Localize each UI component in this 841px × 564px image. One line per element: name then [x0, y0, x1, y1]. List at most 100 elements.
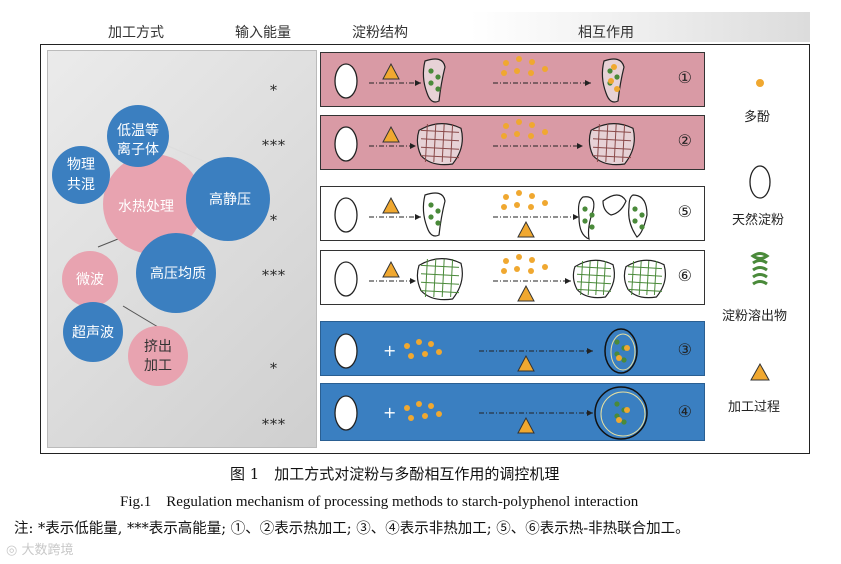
polyphenol-dot-icon	[514, 202, 520, 208]
polyphenol-dot-icon	[422, 413, 428, 419]
complex-granule	[604, 328, 638, 374]
swollen-granule	[623, 259, 666, 299]
interaction-row-1: ①	[320, 52, 705, 107]
header-interaction: 相互作用	[578, 25, 634, 41]
extrusion-label-1: 挤出	[144, 339, 172, 355]
physical-blend-bubble	[52, 146, 110, 204]
interaction-row-2: ②	[320, 115, 705, 170]
polyphenol-dot-icon	[514, 131, 520, 137]
polyphenol-dot-icon	[404, 343, 410, 349]
low-temp-plasma-label-2: 离子体	[117, 141, 159, 158]
methods-panel: 低温等 离子体 物理 共混 水热处理 高静压 微波 高压均质 超声波 挤出 加工	[47, 50, 317, 448]
legend-native-starch: 天然淀粉	[732, 213, 785, 228]
polyphenol-dot-icon	[528, 268, 534, 274]
swollen-granule	[572, 259, 615, 299]
native-starch-icon	[334, 63, 358, 99]
starch-leachate-mark	[428, 68, 434, 74]
arrow-head-icon	[577, 143, 583, 149]
interaction-row-5: + ③	[320, 321, 705, 376]
polyphenol-dot-icon	[503, 258, 509, 264]
plus-sign: +	[383, 403, 396, 422]
polyphenol-dot-icon	[542, 129, 548, 135]
gelatinized-network	[420, 123, 460, 163]
starch-leachate-mark	[614, 74, 620, 80]
starch-leachate-mark	[435, 86, 441, 92]
watermark: ◎ 大数跨境	[6, 539, 74, 558]
starch-leachate-mark	[607, 68, 613, 74]
polyphenol-dot-icon	[503, 194, 509, 200]
swollen-granule	[416, 123, 463, 166]
starch-leachate-mark	[614, 339, 620, 345]
row-1-number: ①	[677, 68, 692, 87]
header-method: 加工方式	[108, 25, 164, 41]
arrow-head-icon	[415, 80, 421, 86]
polyphenol-dot-icon	[529, 193, 535, 199]
header-energy: 输入能量	[235, 25, 291, 41]
arrow-head-icon	[585, 80, 591, 86]
starch-leachate-mark	[435, 220, 441, 226]
hydrothermal-bubble	[103, 154, 203, 254]
polyphenol-dot-icon	[608, 78, 614, 84]
polyphenol-dot-icon	[616, 355, 622, 361]
polyphenol-dot-icon	[436, 411, 442, 417]
processing-triangle-icon	[517, 284, 535, 302]
energy-level-3: *	[270, 213, 278, 229]
processing-triangle-icon	[750, 362, 770, 381]
methods-bubble-diagram: 低温等 离子体 物理 共混 水热处理 高静压 微波 高压均质 超声波 挤出 加工	[52, 105, 270, 386]
polyphenol-dot-icon	[528, 133, 534, 139]
figure-frame	[40, 44, 810, 454]
starch-leachate-mark	[621, 357, 627, 363]
polyphenol-dot-icon	[529, 59, 535, 65]
processing-triangle-icon	[382, 62, 400, 80]
energy-level-1: *	[270, 83, 278, 99]
header-structure: 淀粉结构	[352, 25, 408, 41]
physical-blend-label-1: 物理	[67, 157, 95, 173]
native-starch-icon	[749, 165, 771, 199]
native-starch-icon	[334, 197, 358, 233]
starch-leachate-mark	[428, 214, 434, 220]
starch-leachate-mark	[582, 206, 588, 212]
fragment-granule	[577, 196, 595, 240]
starch-leachate-mark	[428, 80, 434, 86]
starch-leachate-mark	[589, 224, 595, 230]
polyphenol-dot-icon	[614, 86, 620, 92]
polyphenol-dot-icon	[503, 60, 509, 66]
polyphenol-dot-icon	[422, 351, 428, 357]
processing-triangle-icon	[517, 220, 535, 238]
arrow-head-icon	[410, 278, 416, 284]
plus-sign: +	[383, 341, 396, 360]
ultrasonic-bubble	[63, 302, 123, 362]
polyphenol-dot-icon	[416, 401, 422, 407]
ultrasonic-label: 超声波	[72, 325, 114, 341]
gelatinized-network	[592, 123, 632, 163]
hydrothermal-label: 水热处理	[118, 199, 174, 215]
starch-leachate-mark	[582, 218, 588, 224]
polyphenol-dot-icon	[408, 415, 414, 421]
polyphenol-dot-icon	[528, 70, 534, 76]
interaction-row-3: ⑤	[320, 186, 705, 241]
legend-polyphenol: 多酚	[744, 110, 771, 125]
legend-starch-leachate: 淀粉溶出物	[722, 309, 788, 324]
granule-shell	[600, 391, 646, 437]
polyphenol-dot-icon	[611, 64, 617, 70]
processing-triangle-icon	[382, 125, 400, 143]
swollen-granule	[422, 58, 446, 103]
figure-caption-cn: 图 1 加工方式对淀粉与多酚相互作用的调控机理	[230, 465, 560, 483]
energy-level-6: ***	[262, 417, 286, 433]
starch-leachate-mark	[621, 419, 627, 425]
arrow-head-icon	[587, 348, 593, 354]
polyphenol-dot-icon	[436, 349, 442, 355]
polyphenol-dot-icon	[529, 122, 535, 128]
connector-line	[167, 145, 209, 164]
legend-processing: 加工过程	[728, 400, 781, 415]
polyphenol-dot-icon	[514, 68, 520, 74]
low-temp-plasma-label-1: 低温等	[117, 122, 159, 139]
energy-level-5: *	[270, 361, 278, 377]
arrow-head-icon	[587, 410, 593, 416]
polyphenol-dot-icon	[542, 264, 548, 270]
starch-leachate-mark	[435, 74, 441, 80]
polyphenol-dot-icon	[416, 339, 422, 345]
extrusion-bubble	[128, 326, 188, 386]
starch-leachate-mark	[639, 212, 645, 218]
starch-leachate-mark	[589, 212, 595, 218]
